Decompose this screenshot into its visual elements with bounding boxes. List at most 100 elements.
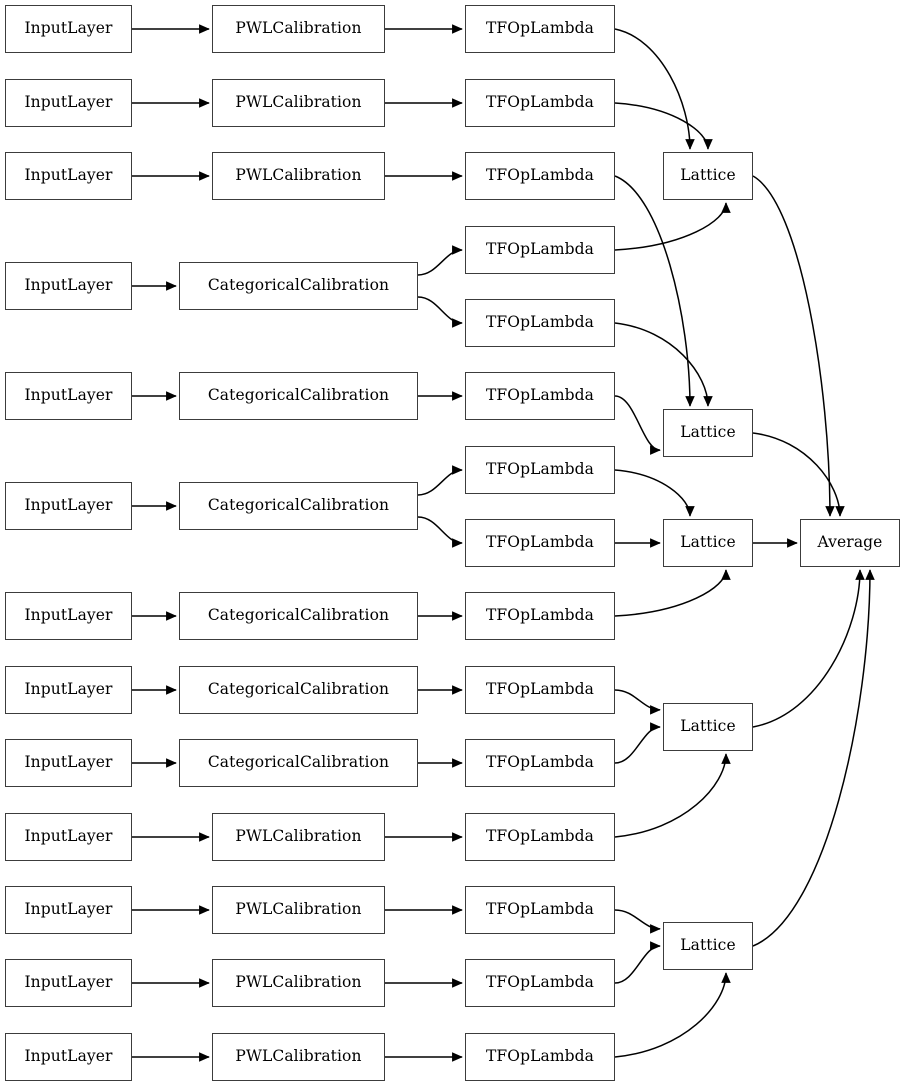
graph-node-op8[interactable]: TFOpLambda [465, 519, 615, 567]
graph-edge-cal6-to-op8 [417, 516, 463, 548]
graph-edge-op14-to-lat5 [614, 941, 661, 984]
graph-node-label: InputLayer [24, 386, 113, 405]
graph-node-lat2[interactable]: Lattice [663, 409, 753, 457]
graph-node-op12[interactable]: TFOpLambda [465, 813, 615, 861]
graph-node-op5[interactable]: TFOpLambda [465, 299, 615, 347]
graph-node-cal12[interactable]: PWLCalibration [212, 959, 385, 1007]
graph-edge-lat2-to-avg [752, 432, 845, 517]
graph-node-op3[interactable]: TFOpLambda [465, 152, 615, 200]
graph-node-label: Average [817, 533, 883, 552]
graph-node-cal13[interactable]: PWLCalibration [212, 1033, 385, 1081]
graph-node-label: TFOpLambda [485, 240, 595, 259]
graph-node-label: TFOpLambda [485, 753, 595, 772]
graph-node-cal6[interactable]: CategoricalCalibration [179, 482, 418, 530]
graph-node-cal7[interactable]: CategoricalCalibration [179, 592, 418, 640]
graph-node-label: TFOpLambda [485, 606, 595, 625]
graph-node-label: CategoricalCalibration [207, 753, 390, 772]
graph-node-in3[interactable]: InputLayer [5, 152, 132, 200]
graph-node-in9[interactable]: InputLayer [5, 739, 132, 787]
graph-edge-cal4-to-op5 [417, 296, 463, 328]
graph-node-in7[interactable]: InputLayer [5, 592, 132, 640]
graph-node-label: CategoricalCalibration [207, 496, 390, 515]
graph-edge-op12-to-lat4 [614, 753, 731, 838]
graph-node-lat5[interactable]: Lattice [663, 922, 753, 970]
graph-node-in5[interactable]: InputLayer [5, 372, 132, 420]
graph-edge-op7-to-lat3 [614, 469, 695, 517]
graph-node-label: TFOpLambda [485, 93, 595, 112]
graph-node-cal10[interactable]: PWLCalibration [212, 813, 385, 861]
graph-node-op11[interactable]: TFOpLambda [465, 739, 615, 787]
graph-node-cal4[interactable]: CategoricalCalibration [179, 262, 418, 310]
graph-node-op1[interactable]: TFOpLambda [465, 5, 615, 53]
graph-node-label: TFOpLambda [485, 460, 595, 479]
graph-node-label: TFOpLambda [485, 533, 595, 552]
graph-node-cal1[interactable]: PWLCalibration [212, 5, 385, 53]
graph-node-op7[interactable]: TFOpLambda [465, 446, 615, 494]
graph-node-label: InputLayer [24, 680, 113, 699]
graph-node-cal5[interactable]: CategoricalCalibration [179, 372, 418, 420]
graph-edge-op11-to-lat4 [614, 722, 661, 764]
graph-node-in10[interactable]: InputLayer [5, 813, 132, 861]
graph-node-in4[interactable]: InputLayer [5, 262, 132, 310]
graph-node-label: TFOpLambda [485, 19, 595, 38]
graph-edge-op15-to-lat5 [614, 972, 731, 1058]
graph-edge-op10-to-lat4 [614, 689, 661, 715]
graph-node-label: InputLayer [24, 753, 113, 772]
graph-node-label: Lattice [680, 533, 736, 552]
graph-node-op15[interactable]: TFOpLambda [465, 1033, 615, 1081]
graph-node-label: InputLayer [24, 1047, 113, 1066]
graph-edge-op4-to-lat1 [614, 202, 731, 251]
graph-node-cal11[interactable]: PWLCalibration [212, 886, 385, 934]
graph-node-lat3[interactable]: Lattice [663, 519, 753, 567]
graph-node-in6[interactable]: InputLayer [5, 482, 132, 530]
graph-node-op14[interactable]: TFOpLambda [465, 959, 615, 1007]
graph-node-lat1[interactable]: Lattice [663, 152, 753, 200]
graph-node-label: InputLayer [24, 496, 113, 515]
graph-node-label: Lattice [680, 936, 736, 955]
graph-node-label: TFOpLambda [485, 680, 595, 699]
graph-node-op2[interactable]: TFOpLambda [465, 79, 615, 127]
graph-node-in8[interactable]: InputLayer [5, 666, 132, 714]
graph-edge-lat1-to-avg [752, 175, 835, 517]
graph-node-label: CategoricalCalibration [207, 386, 390, 405]
graph-node-label: PWLCalibration [235, 166, 362, 185]
graph-node-label: PWLCalibration [235, 900, 362, 919]
graph-node-label: CategoricalCalibration [207, 680, 390, 699]
graph-node-cal3[interactable]: PWLCalibration [212, 152, 385, 200]
graph-node-label: TFOpLambda [485, 166, 595, 185]
graph-node-cal8[interactable]: CategoricalCalibration [179, 666, 418, 714]
graph-node-label: InputLayer [24, 900, 113, 919]
graph-node-label: PWLCalibration [235, 19, 362, 38]
graph-edge-cal6-to-op7 [417, 465, 463, 496]
graph-node-cal2[interactable]: PWLCalibration [212, 79, 385, 127]
graph-node-op6[interactable]: TFOpLambda [465, 372, 615, 420]
graph-node-op9[interactable]: TFOpLambda [465, 592, 615, 640]
graph-node-lat4[interactable]: Lattice [663, 703, 753, 751]
graph-node-in11[interactable]: InputLayer [5, 886, 132, 934]
graph-node-op4[interactable]: TFOpLambda [465, 226, 615, 274]
graph-edge-op3-to-lat2 [614, 175, 695, 407]
graph-node-label: Lattice [680, 717, 736, 736]
graph-node-label: InputLayer [24, 276, 113, 295]
graph-node-avg[interactable]: Average [800, 519, 900, 567]
graph-node-op13[interactable]: TFOpLambda [465, 886, 615, 934]
graph-node-in2[interactable]: InputLayer [5, 79, 132, 127]
graph-node-label: InputLayer [24, 19, 113, 38]
graph-node-label: Lattice [680, 423, 736, 442]
graph-node-label: InputLayer [24, 166, 113, 185]
graph-node-in13[interactable]: InputLayer [5, 1033, 132, 1081]
graph-node-cal9[interactable]: CategoricalCalibration [179, 739, 418, 787]
graph-node-label: Lattice [680, 166, 736, 185]
graph-node-op10[interactable]: TFOpLambda [465, 666, 615, 714]
graph-edge-op1-to-lat1 [614, 28, 695, 150]
graph-edge-lat5-to-avg [752, 569, 875, 947]
graph-node-in1[interactable]: InputLayer [5, 5, 132, 53]
graph-node-in12[interactable]: InputLayer [5, 959, 132, 1007]
graph-edge-op6-to-lat2 [614, 395, 661, 455]
graph-node-label: InputLayer [24, 93, 113, 112]
graph-node-label: PWLCalibration [235, 93, 362, 112]
graph-node-label: InputLayer [24, 827, 113, 846]
graph-node-label: CategoricalCalibration [207, 276, 390, 295]
